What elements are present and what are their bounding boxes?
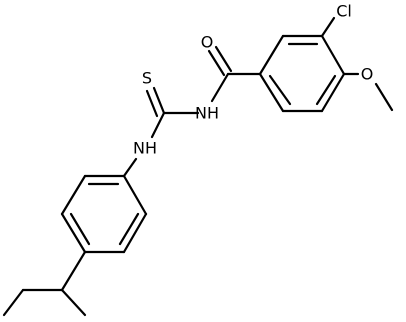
- ring-bond: [258, 72, 285, 113]
- bond-c-cl: [320, 16, 336, 38]
- ring-bond: [122, 212, 148, 254]
- ring-bond: [60, 212, 87, 254]
- substituents: [320, 16, 394, 112]
- carbonyl-group: [207, 45, 262, 103]
- chain-bond: [60, 250, 87, 292]
- atom-label-methoxy-oxygen: O: [361, 65, 374, 84]
- ring-bond: [122, 174, 148, 216]
- chloro-methoxy-ring: [258, 34, 346, 113]
- ring-inner-bond: [69, 212, 91, 246]
- chain-bond: [2, 288, 25, 317]
- sec-butylphenyl-ring: [60, 174, 148, 254]
- sec-butyl-chain: [2, 250, 87, 317]
- ring-inner-bond: [118, 212, 140, 246]
- bond-co-2: [214, 45, 233, 73]
- bond-carbonyl-nh: [210, 72, 230, 103]
- atom-label-sulfur: S: [142, 69, 152, 88]
- ring-inner-bond: [268, 74, 292, 106]
- bond-c-nh: [150, 111, 166, 139]
- bond-co-1: [207, 49, 226, 77]
- bond-nh-ring: [122, 157, 138, 178]
- bond-cs-2: [145, 89, 159, 118]
- bond-cs-1: [152, 86, 166, 115]
- thiourea-group: [145, 86, 200, 139]
- ring-bond: [320, 72, 346, 113]
- atom-label-amide-nh: NH: [195, 104, 219, 123]
- atom-label-chlorine: Cl: [336, 2, 352, 21]
- ring-bond: [60, 174, 87, 216]
- atom-label-aryl-nh: NH: [133, 139, 157, 158]
- bond-o-ch3: [374, 82, 394, 112]
- ring-bond: [258, 34, 285, 76]
- ring-bond: [320, 34, 346, 76]
- chain-bond: [60, 288, 87, 317]
- atom-label-carbonyl-oxygen: O: [201, 33, 214, 52]
- ring-inner-bond: [315, 74, 337, 106]
